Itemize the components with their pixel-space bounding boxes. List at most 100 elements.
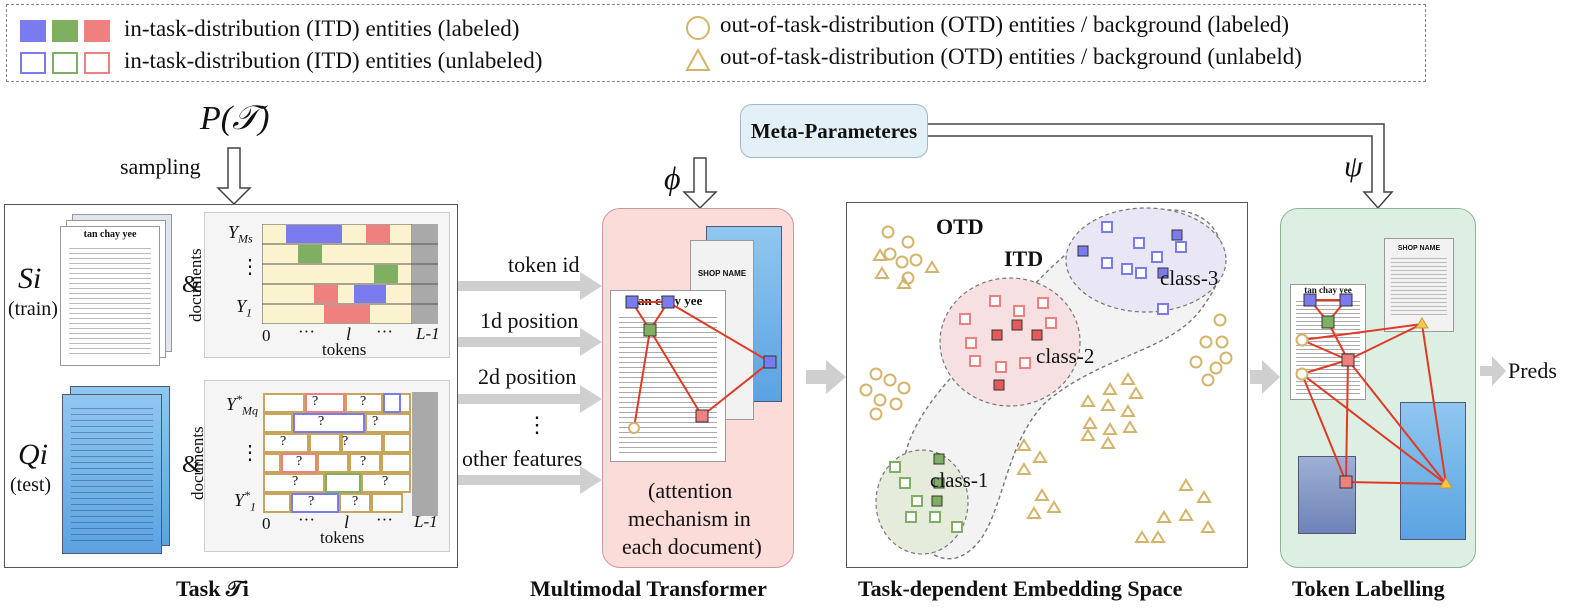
transformer-shop-name: SHOP NAME [697,269,747,278]
query-qmark: ? [352,494,359,509]
labelling-doc-receipt: tan chay yee [1290,284,1366,400]
query-qmark: ? [308,494,315,509]
support-y-ms: YMs [228,222,253,246]
query-qmark: ? [296,454,303,469]
labelling-graph [1295,293,1453,489]
legend-red-filled-square [84,20,110,42]
query-qmark: ? [360,454,367,469]
psi-arrow [928,123,1394,210]
psi-symbol: ψ [1344,150,1363,183]
support-label: Si [18,262,42,295]
class-2-label: class-2 [1036,344,1095,368]
query-l: l [344,512,350,532]
query-cell-red [281,453,317,473]
query-qmark: ? [372,414,379,429]
transformer-note-1: (attention [648,478,733,503]
transformer-note-2: mechanism in [628,506,751,531]
query-tokens-axis: tokens [320,528,365,547]
query-qmark: ? [360,394,367,409]
support-cell-blue [354,285,386,303]
feature-other: other features [462,446,583,471]
class-1-label: class-1 [930,468,989,492]
arrow-to-preds [1480,356,1506,386]
query-sub: (test) [10,474,52,496]
meta-parameters-box: Meta-Parameteres [740,104,928,158]
query-y-1: Y*1 [234,488,257,514]
legend-otd-unlabeled: out-of-task-distribution (OTD) entities … [720,44,1302,69]
support-cell-green [374,265,398,283]
support-cell-red [324,305,370,323]
support-l: l [346,324,352,344]
query-dots-2: ··· [376,510,393,529]
sampling-label: sampling [120,154,201,179]
query-qmark: ? [318,414,325,429]
query-vdots: ⋮ [240,442,260,464]
legend-blue-outline-square [20,52,46,74]
support-zero: 0 [262,326,271,345]
legend-box [6,4,1426,82]
support-tokens-axis: tokens [322,340,367,359]
legend-otd-circle-icon [686,16,710,40]
legend-otd-labeled: out-of-task-distribution (OTD) entities … [720,12,1290,37]
legend-green-outline-square [52,52,78,74]
feature-arrows [458,272,602,494]
support-vdots: ⋮ [240,256,260,278]
arrow-to-embedding [806,360,846,394]
labelling-shop-name: SHOP NAME [1397,245,1441,252]
query-qmark: ? [312,394,319,409]
query-dots-1: ··· [298,510,315,529]
legend-red-outline-square [84,52,110,74]
transformer-caption: Multimodal Transformer [530,576,767,601]
class-3-region [1065,207,1227,313]
support-dots-2: ··· [376,322,393,341]
query-cell-blue [293,413,365,433]
query-lminus: L-1 [414,512,438,531]
support-dots-1: ··· [298,322,315,341]
phi-symbol: ϕ [664,160,681,196]
labelling-caption: Token Labelling [1292,576,1445,601]
itd-label: ITD [1004,246,1044,271]
labelling-doc-blue-right [1400,402,1466,540]
support-sub: (train) [8,298,58,320]
query-qmark: ? [280,434,287,449]
support-lminus: L-1 [416,324,440,343]
support-cell-red [366,225,390,243]
feature-vdots: ⋮ [526,412,548,437]
query-receipt-lines [71,403,153,543]
task-panel [4,204,458,568]
labelling-doc-shop: SHOP NAME [1384,238,1454,332]
support-cell-red [314,285,338,303]
legend-blue-filled-square [20,20,46,42]
query-label: Qi [18,438,48,471]
query-cell-green [325,473,361,493]
phi-arrow [682,157,718,210]
task-distribution-label: P(𝒯) [200,100,270,137]
feature-token-id: token id [508,252,580,277]
embedding-caption: Task-dependent Embedding Space [858,576,1183,601]
feature-2d-position: 2d position [478,364,577,389]
class-2-region [939,277,1081,407]
arrow-to-labelling [1250,360,1280,394]
legend-green-filled-square [52,20,78,42]
embedding-space [859,207,1233,560]
task-caption: Task 𝒯i [176,576,249,601]
query-zero: 0 [262,514,271,533]
query-cell-blue [291,493,339,513]
query-y-mq: Y*Mq [226,392,259,418]
query-documents-axis: documents [188,426,207,500]
support-doc-front: tan chay yee [60,226,160,366]
transformer-attention-graph [625,295,777,434]
legend-otd-triangle-icon [685,47,711,71]
sampling-arrow [216,147,252,206]
query-amp: & [182,452,201,478]
legend-itd-unlabeled: in-task-distribution (ITD) entities (unl… [124,48,543,73]
preds-label: Preds [1508,358,1557,383]
query-qmark: ? [292,474,299,489]
query-qmark: ? [342,434,349,449]
transformer-note-3: each document) [622,534,762,559]
support-amp: & [182,272,201,298]
support-receipt-title: tan chay yee [83,229,137,240]
otd-label: OTD [936,214,984,239]
query-cell-blue [383,393,401,413]
